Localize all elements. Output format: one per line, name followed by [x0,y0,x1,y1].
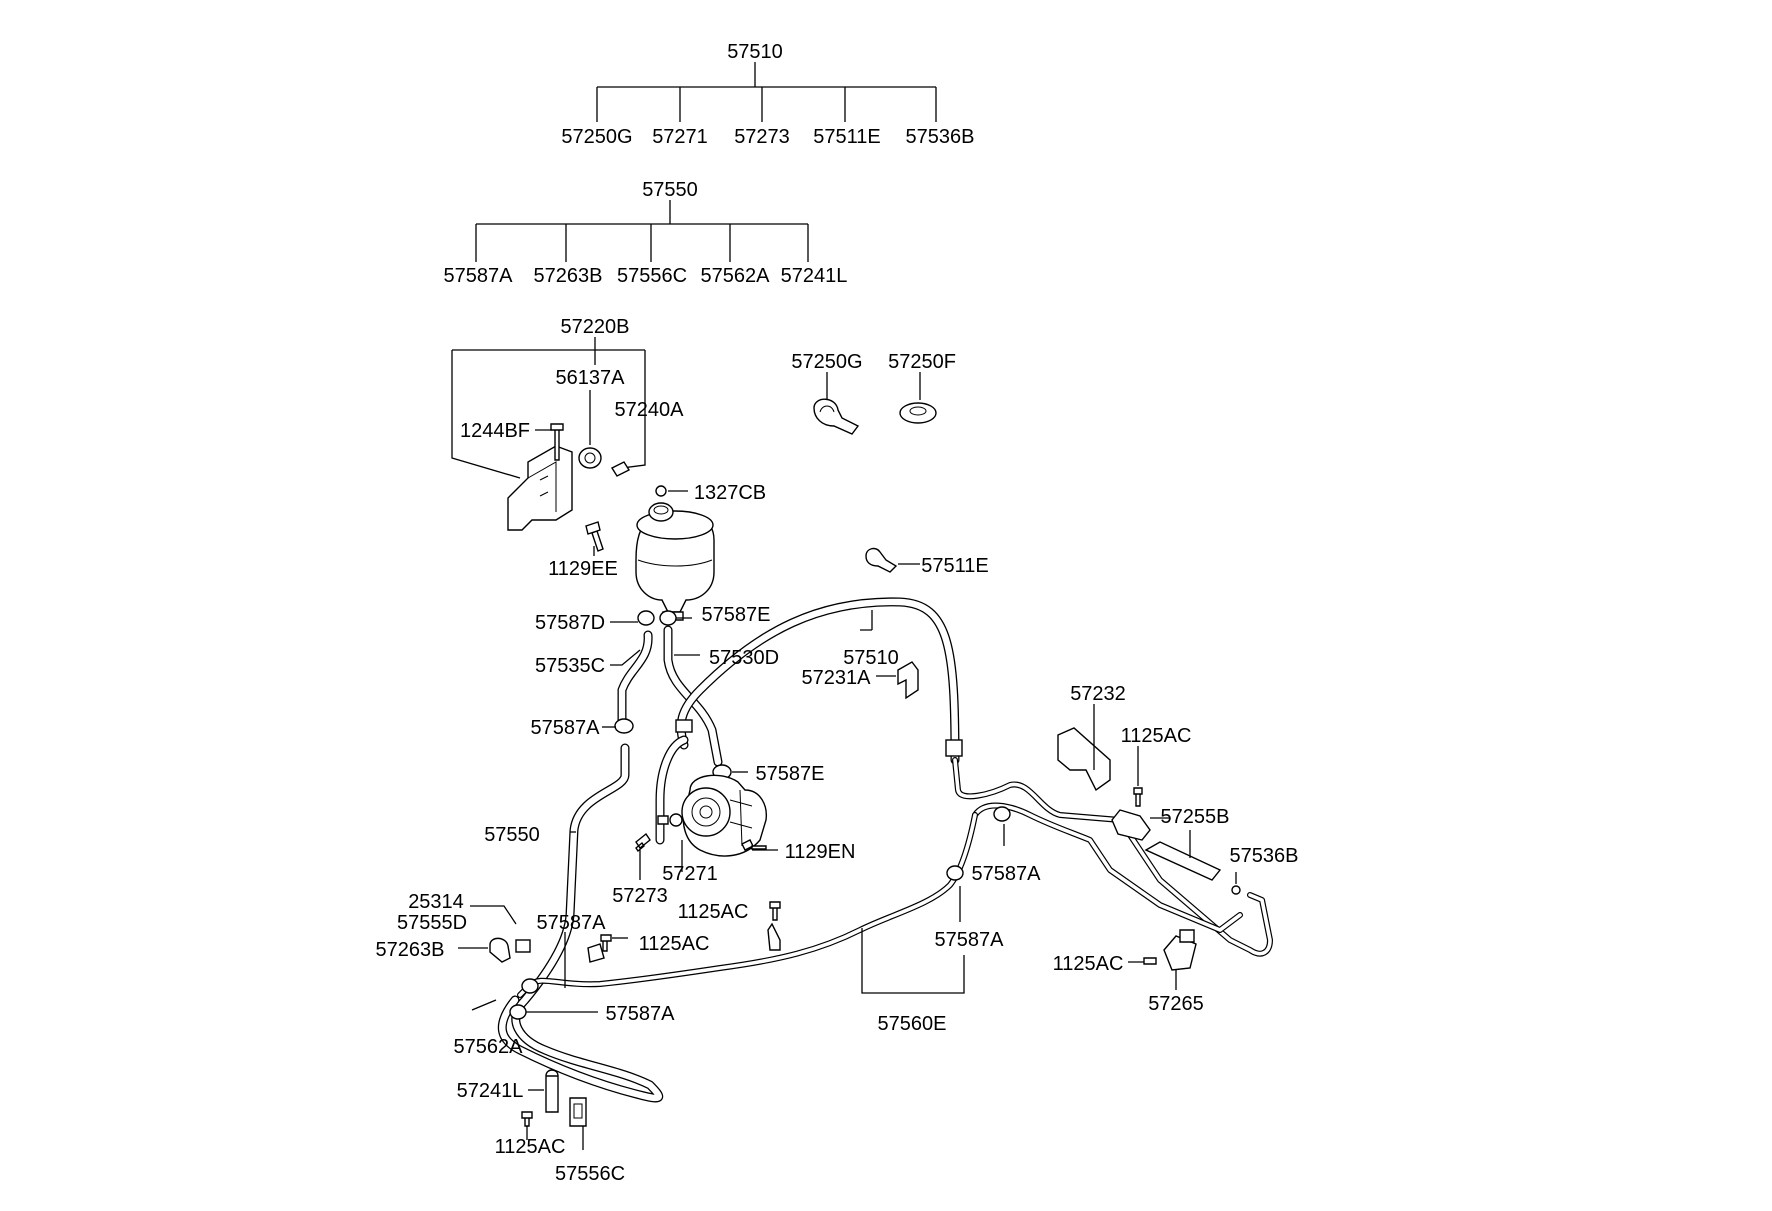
callout-25314: 25314 [408,891,464,913]
power-steering-pump [635,774,767,857]
assembly-tree-57550: 57550 57587A 57263B 57556C 57562A 57241L [444,179,848,287]
callout-57231A: 57231A [802,667,872,689]
clamp-57587A-icon [614,718,634,734]
callout-57587A-low: 57587A [606,1003,676,1025]
clip-57511E-icon [865,547,898,573]
assembly-parent-label: 57550 [642,179,698,201]
insulator-57556C-icon [569,1097,587,1127]
callout-57510: 57510 [843,647,899,669]
bracket-57231A-icon [897,661,919,700]
callout-57550: 57550 [484,824,540,846]
callout-labels: 57587D 57587E 57535C 57530D 57510 57231A… [376,604,1299,1185]
callout-1125AC-right-top: 1125AC [1121,725,1192,747]
bracket-57241L-icon [545,1069,559,1113]
clamp-57587A-icon [946,865,964,881]
assembly-child-label: 57587A [444,265,514,287]
callout-57511E: 57511E [921,555,988,577]
assembly-child-label: 57271 [652,126,708,148]
callout-57587A-mid: 57587A [972,863,1042,885]
callout-57263B: 57263B [376,939,445,961]
callout-57271: 57271 [662,863,718,885]
callout-1129EE: 1129EE [548,558,618,580]
callout-57241L: 57241L [457,1080,524,1102]
callout-57587A-upper: 57587A [531,717,601,739]
clamp-57587A-icon [993,806,1011,822]
callout-57587D: 57587D [535,612,605,634]
callout-57587A-left: 57587A [537,912,607,934]
callout-57562A: 57562A [454,1036,524,1058]
right-brackets [587,661,1241,990]
callout-57535C: 57535C [535,655,605,677]
assembly-child-label: 57250G [561,126,632,148]
callout-57536B: 57536B [1230,845,1299,867]
hose-clamp-57250G-icon [813,398,860,435]
assembly-child-label: 57556C [617,265,687,287]
callout-57587E-pump: 57587E [756,763,825,785]
assembly-parent-label: 57510 [727,41,783,63]
power-steering-reservoir: 1327CB [635,482,766,621]
grommet-icon [578,447,602,469]
callout-1129EN: 1129EN [785,841,856,863]
reservoir-bracket-group: 57220B 56137A 57240A 1244BF 1129EE [451,316,685,580]
callout-1125AC-bottom: 1125AC [495,1136,566,1158]
clamp-57263B-icon [489,937,511,963]
callout-57273: 57273 [612,885,668,907]
bolt-1244BF-icon [550,423,564,461]
assembly-child-label: 57273 [734,126,790,148]
pump-seal-57271-icon [669,813,683,827]
leader-lines [470,610,1005,1013]
assembly-child-label: 57536B [906,126,975,148]
nut-1327CB-icon [655,485,667,497]
callout-57530D: 57530D [709,647,779,669]
callout-1125AC-center: 1125AC [678,901,749,923]
assembly-tree-57510: 57510 57250G 57271 57273 57511E 57536B [561,41,974,148]
callout-57232: 57232 [1070,683,1126,705]
callout-57556C: 57556C [555,1163,625,1185]
hose-network [497,597,1273,1103]
callout-57587A-right: 57587A [935,929,1005,951]
collar-57240A-icon [610,461,631,477]
clamp-57587A-icon [521,978,539,994]
grommet-57250F-icon [899,402,937,424]
clamp-57587E-icon [659,610,677,626]
clamp-57265-icon [1163,935,1197,971]
bolt-1129EN-icon [741,839,767,851]
callout-57255B: 57255B [1161,806,1230,828]
clamp-parts: 57250G 57250F 57511E [791,351,988,577]
assembly-child-label: 57263B [534,265,603,287]
callout-57265: 57265 [1148,993,1204,1015]
clamp-57587A-icon [509,1004,527,1020]
clamp-57255B-icon [1111,809,1151,841]
callout-57220B: 57220B [561,316,630,338]
callout-1244BF: 1244BF [460,420,530,442]
bolt-1129EE-icon [585,521,604,552]
bracket-57232-icon [1057,727,1111,792]
callout-57560E: 57560E [878,1013,947,1035]
hose-fitting [515,939,531,953]
assembly-child-label: 57562A [701,265,771,287]
assembly-child-label: 57241L [781,265,848,287]
callout-1125AC-left: 1125AC [639,933,710,955]
hose-fitting [675,719,693,733]
callout-57250F: 57250F [888,351,956,373]
callout-57240A: 57240A [615,399,685,421]
hose-fitting [945,739,963,757]
callout-1125AC-right: 1125AC [1053,953,1124,975]
bolt-57273-icon [635,832,651,853]
clamp-57587D-icon [637,610,655,626]
callout-57587E-top: 57587E [702,604,771,626]
lower-left-parts [458,937,587,1150]
assembly-child-label: 57511E [813,126,880,148]
callout-57555D: 57555D [397,912,467,934]
reservoir-bracket [507,445,573,531]
stud-57536B-icon [1231,885,1241,895]
callout-1327CB: 1327CB [694,482,766,504]
callout-57250G: 57250G [791,351,862,373]
callout-56137A: 56137A [556,367,626,389]
